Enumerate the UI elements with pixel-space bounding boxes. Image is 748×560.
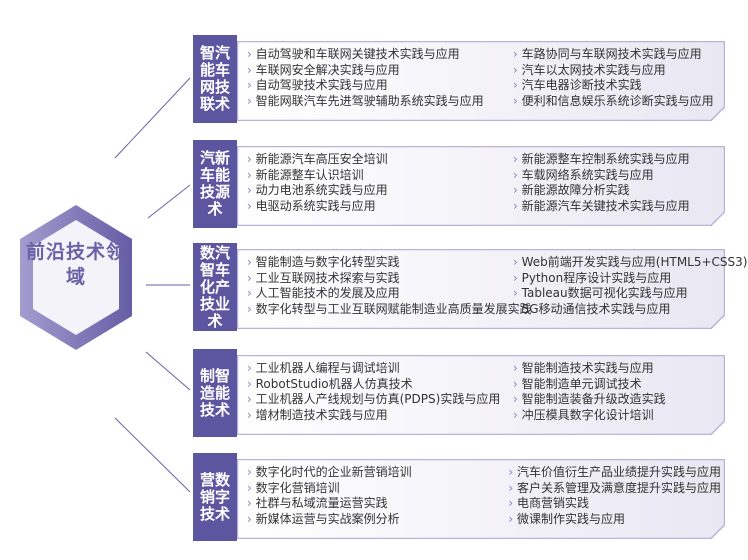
- course-item: Python程序设计实践与应用: [513, 271, 747, 287]
- category-panel: 数字化时代的企业新营销培训数字化营销培训社群与私域流量运营实践新媒体运营与实战案…: [237, 459, 725, 539]
- course-item: 社群与私域流量运营实践: [247, 496, 508, 512]
- course-item: 汽车价值衍生产品业绩提升实践与应用: [508, 465, 721, 481]
- category-block: 汽新车能技源术 新能源汽车高压安全培训新能源整车认识培训动力电池系统实践与应用电…: [193, 140, 725, 228]
- category-panel: 工业机器人编程与调试培训RobotStudio机器人仿真技术工业机器人产线规划与…: [237, 355, 725, 435]
- course-column-left: 数字化时代的企业新营销培训数字化营销培训社群与私域流量运营实践新媒体运营与实战案…: [247, 465, 508, 527]
- course-item: 自动驾驶和车联网关键技术实践与应用: [247, 47, 513, 63]
- course-item: 人工智能技术的发展及应用: [247, 286, 513, 302]
- connector-line: [114, 77, 191, 159]
- course-column-left: 新能源汽车高压安全培训新能源整车认识培训动力电池系统实践与应用电驱动系统实践与应…: [247, 152, 513, 214]
- course-column-right: 汽车价值衍生产品业绩提升实践与应用客户关系管理及满意度提升实践与应用电商营销实践…: [508, 465, 721, 527]
- category-panel: 自动驾驶和车联网关键技术实践与应用车联网安全解决实践与应用自动驾驶技术实践与应用…: [237, 41, 725, 121]
- category-label: 营数销字技术: [193, 453, 237, 541]
- course-item: Tableau数据可视化实践与应用: [513, 286, 747, 302]
- course-item: 工业机器人编程与调试培训: [247, 361, 513, 377]
- center-title: 前沿技术领域: [25, 241, 126, 288]
- course-column-right: 智能制造技术实践与应用智能制造单元调试技术智能制造装备升级改造实践冲压模具数字化…: [513, 361, 666, 423]
- connector-line: [147, 184, 191, 219]
- category-label: 数汽智车化产技业术: [193, 243, 237, 331]
- course-item: 微课制作实践与应用: [508, 512, 721, 528]
- connector-line: [145, 351, 191, 391]
- course-item: RobotStudio机器人仿真技术: [247, 377, 513, 393]
- category-label-text: 制智造能技术: [199, 366, 230, 419]
- course-item: 增材制造技术实践与应用: [247, 408, 513, 424]
- course-item: 电驱动系统实践与应用: [247, 199, 513, 215]
- course-item: 数字化营销培训: [247, 481, 508, 497]
- course-item: Web前端开发实践与应用(HTML5+CSS3): [513, 255, 748, 271]
- course-item: 新能源故障分析实践: [513, 183, 690, 199]
- course-item: 新媒体运营与实战案例分析: [247, 512, 508, 528]
- center-hexagon: [20, 205, 132, 350]
- category-block: 智汽能车网技联术 自动驾驶和车联网关键技术实践与应用车联网安全解决实践与应用自动…: [193, 35, 725, 123]
- course-item: 便利和信息娱乐系统诊断实践与应用: [513, 94, 714, 110]
- course-item: 客户关系管理及满意度提升实践与应用: [508, 481, 721, 497]
- course-item: 智能制造与数字化转型实践: [247, 255, 513, 271]
- course-item: 汽车电器诊断技术实践: [513, 78, 714, 94]
- course-item: 电商营销实践: [508, 496, 721, 512]
- course-item: 新能源整车控制系统实践与应用: [513, 152, 690, 168]
- course-item: 智能制造技术实践与应用: [513, 361, 666, 377]
- course-item: 数字化转型与工业互联网赋能制造业高质量发展实践: [247, 302, 532, 318]
- course-item: 智能制造装备升级改造实践: [513, 392, 666, 408]
- course-item: 工业机器人产线规划与仿真(PDPS)实践与应用: [247, 392, 513, 408]
- connector-line: [114, 417, 191, 493]
- category-block: 制智造能技术 工业机器人编程与调试培训RobotStudio机器人仿真技术工业机…: [193, 349, 725, 437]
- course-column-left: 自动驾驶和车联网关键技术实践与应用车联网安全解决实践与应用自动驾驶技术实践与应用…: [247, 47, 513, 109]
- course-item: 车路协同与车联网技术实践与应用: [513, 47, 714, 63]
- category-label: 制智造能技术: [193, 349, 237, 437]
- category-panel: 智能制造与数字化转型实践工业互联网技术探索与实践人工智能技术的发展及应用数字化转…: [237, 249, 747, 329]
- course-item: 新能源汽车高压安全培训: [247, 152, 513, 168]
- course-item: 新能源整车认识培训: [247, 168, 513, 184]
- course-item: 5G移动通信技术实践与应用: [513, 302, 747, 318]
- category-block: 数汽智车化产技业术 智能制造与数字化转型实践工业互联网技术探索与实践人工智能技术…: [193, 243, 747, 331]
- category-label: 智汽能车网技联术: [193, 35, 237, 123]
- course-column-left: 智能制造与数字化转型实践工业互联网技术探索与实践人工智能技术的发展及应用数字化转…: [247, 255, 532, 318]
- category-label-text: 数汽智车化产技业术: [199, 243, 230, 330]
- course-item: 工业互联网技术探索与实践: [247, 271, 513, 287]
- course-column-left: 工业机器人编程与调试培训RobotStudio机器人仿真技术工业机器人产线规划与…: [247, 361, 513, 423]
- course-item: 新能源汽车关键技术实践与应用: [513, 199, 690, 215]
- course-item: 自动驾驶技术实践与应用: [247, 78, 513, 94]
- course-item: 车联网安全解决实践与应用: [247, 63, 513, 79]
- course-column-right: 车路协同与车联网技术实践与应用汽车以太网技术实践与应用汽车电器诊断技术实践便利和…: [513, 47, 714, 109]
- category-label-text: 智汽能车网技联术: [199, 44, 230, 113]
- category-label-text: 营数销字技术: [199, 470, 230, 523]
- course-column-right: Web前端开发实践与应用(HTML5+CSS3)Python程序设计实践与应用T…: [513, 255, 748, 318]
- category-label-text: 汽新车能技源术: [199, 149, 230, 218]
- category-block: 营数销字技术 数字化时代的企业新营销培训数字化营销培训社群与私域流量运营实践新媒…: [193, 453, 725, 541]
- course-item: 冲压模具数字化设计培训: [513, 408, 666, 424]
- course-column-right: 新能源整车控制系统实践与应用车载网络系统实践与应用新能源故障分析实践新能源汽车关…: [513, 152, 690, 214]
- category-label: 汽新车能技源术: [193, 140, 237, 228]
- course-item: 智能网联汽车先进驾驶辅助系统实践与应用: [247, 94, 513, 110]
- course-item: 数字化时代的企业新营销培训: [247, 465, 508, 481]
- course-item: 汽车以太网技术实践与应用: [513, 63, 714, 79]
- course-item: 智能制造单元调试技术: [513, 377, 666, 393]
- course-item: 车载网络系统实践与应用: [513, 168, 690, 184]
- category-panel: 新能源汽车高压安全培训新能源整车认识培训动力电池系统实践与应用电驱动系统实践与应…: [237, 146, 725, 226]
- course-item: 动力电池系统实践与应用: [247, 183, 513, 199]
